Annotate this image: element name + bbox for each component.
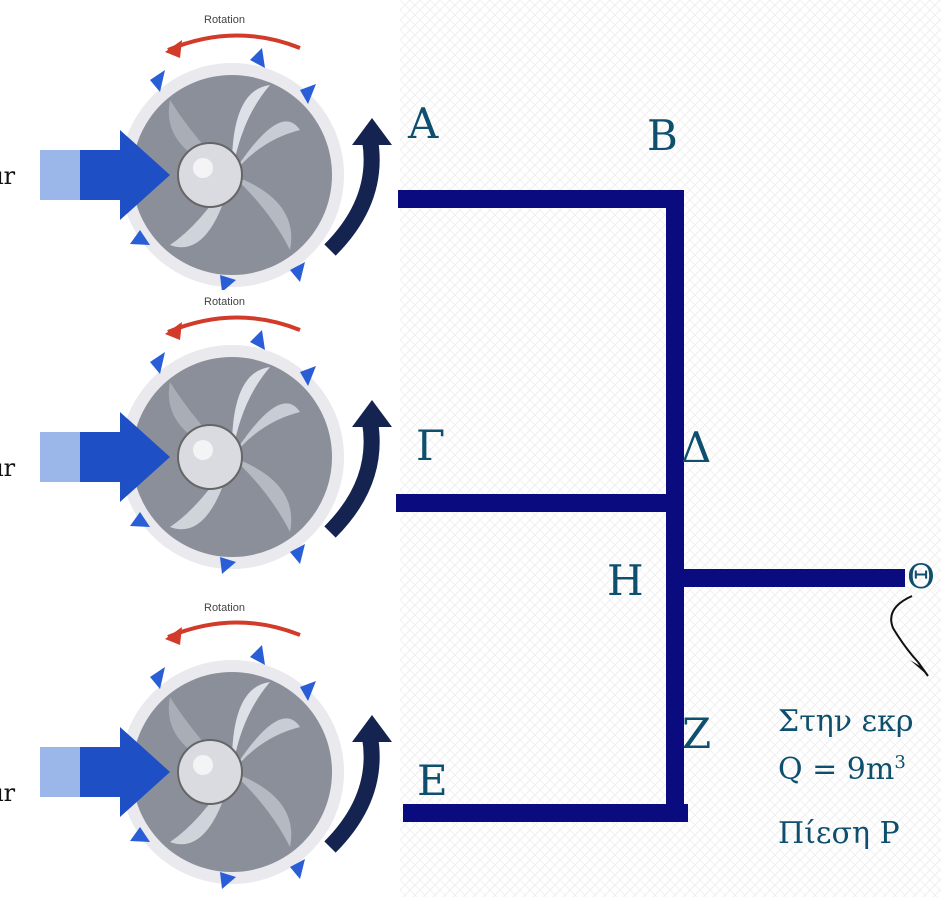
callout-arrowhead bbox=[910, 660, 926, 674]
node-label-TH: Θ bbox=[907, 557, 935, 597]
fan-illustration-2: Rotation ır bbox=[0, 290, 400, 590]
air-inlet-label: ır bbox=[0, 779, 16, 807]
rotation-label: Rotation bbox=[204, 14, 245, 26]
node-label-B: Β bbox=[647, 111, 678, 160]
flow-unit-exponent: 3 bbox=[894, 752, 906, 773]
fan-impeller-icon bbox=[40, 620, 392, 889]
fan-impeller-icon bbox=[40, 315, 392, 574]
callout-arrow bbox=[890, 595, 919, 663]
outlet-note: Στην εκρ bbox=[778, 704, 914, 739]
rotation-label: Rotation bbox=[204, 602, 245, 614]
pressure-note: Πίεση P bbox=[778, 816, 900, 851]
node-label-H: Η bbox=[607, 556, 644, 605]
node-label-E: Ε bbox=[417, 756, 448, 805]
flow-note: Q = 9m3 bbox=[778, 752, 906, 787]
fan-illustration-1: Rotation ır bbox=[0, 0, 400, 300]
flow-value: Q = 9m bbox=[778, 752, 895, 787]
air-inlet-label: ır bbox=[0, 162, 16, 190]
node-label-G: Γ bbox=[416, 421, 446, 470]
node-label-D: Δ bbox=[681, 423, 712, 472]
node-label-A: Α bbox=[408, 99, 439, 148]
node-label-Z: Ζ bbox=[682, 709, 712, 758]
fan-impeller-icon bbox=[40, 33, 392, 292]
rotation-label: Rotation bbox=[204, 296, 245, 308]
air-inlet-label: ır bbox=[0, 454, 16, 482]
fan-illustration-3: Rotation ır bbox=[0, 597, 400, 897]
